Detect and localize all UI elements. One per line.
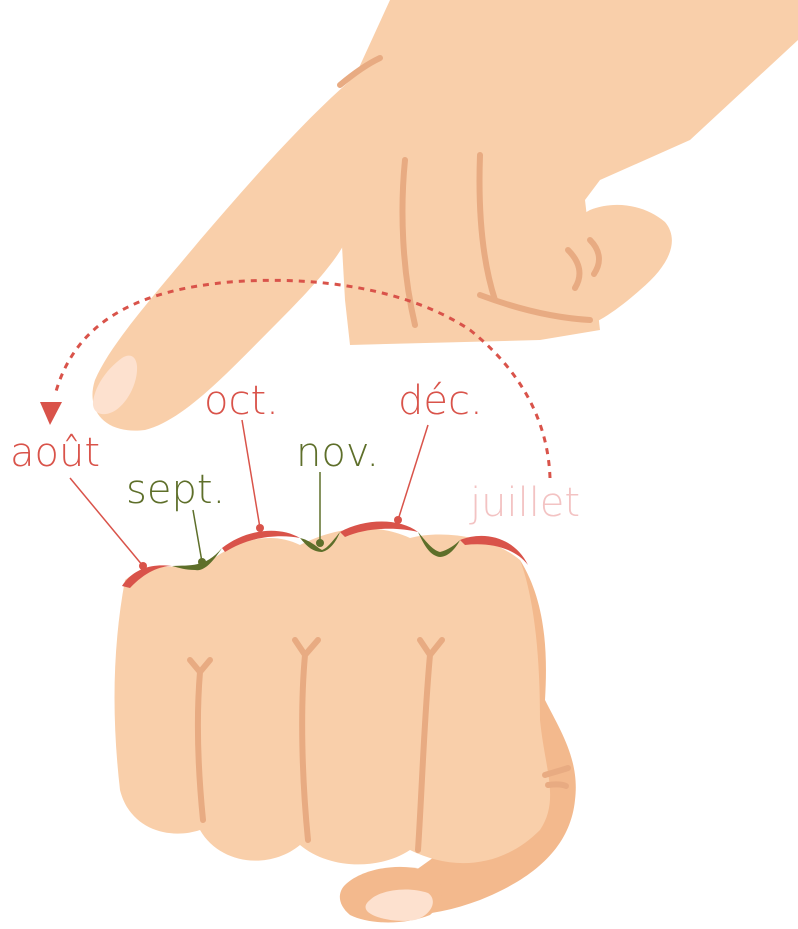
thumb-crease [565, 247, 583, 291]
pointing-hand-palm [335, 0, 798, 345]
fist-crease-4 [542, 765, 571, 789]
thumb-crease-2 [587, 237, 602, 277]
dot-sept [198, 558, 206, 566]
fist-crease-2 [292, 637, 321, 843]
dashed-arrow-path [53, 278, 552, 479]
leader-oct [241, 419, 261, 529]
pointing-hand [92, 0, 798, 431]
thumb [555, 204, 672, 330]
dot-nov [316, 539, 324, 547]
fist-body [114, 528, 551, 865]
label-oct: oct. [204, 378, 279, 424]
leader-aout [69, 477, 144, 567]
leader-lines [69, 419, 429, 570]
hand-crease-1 [399, 157, 418, 328]
label-juillet: juillet [469, 480, 580, 526]
label-aout: août [10, 430, 100, 476]
knuckle-aout [122, 565, 172, 588]
label-dec: déc. [398, 378, 483, 424]
hand-crease-4 [477, 292, 593, 323]
index-finger [92, 45, 395, 431]
knuckle-oct [222, 530, 300, 552]
hand-crease-2 [476, 152, 498, 303]
knuckle-dec [340, 521, 418, 537]
leader-sept [192, 509, 203, 563]
fist-crease-3 [415, 637, 445, 853]
fist [114, 528, 576, 923]
leader-dec [397, 424, 429, 521]
dot-dec [394, 516, 402, 524]
label-nov: nov. [296, 430, 379, 476]
dot-aout [139, 562, 147, 570]
valley-sept [172, 548, 222, 571]
hand-crease-3 [337, 55, 383, 88]
valley-feb-end [418, 532, 460, 557]
fist-thumbnail [365, 889, 433, 921]
fist-crease-1 [187, 657, 213, 823]
index-fingernail [92, 355, 138, 415]
arrow-head-icon [40, 402, 62, 425]
valley-nov [300, 532, 340, 552]
label-sept: sept. [126, 467, 225, 513]
dot-oct [256, 524, 264, 532]
knuckle-end [460, 535, 528, 565]
